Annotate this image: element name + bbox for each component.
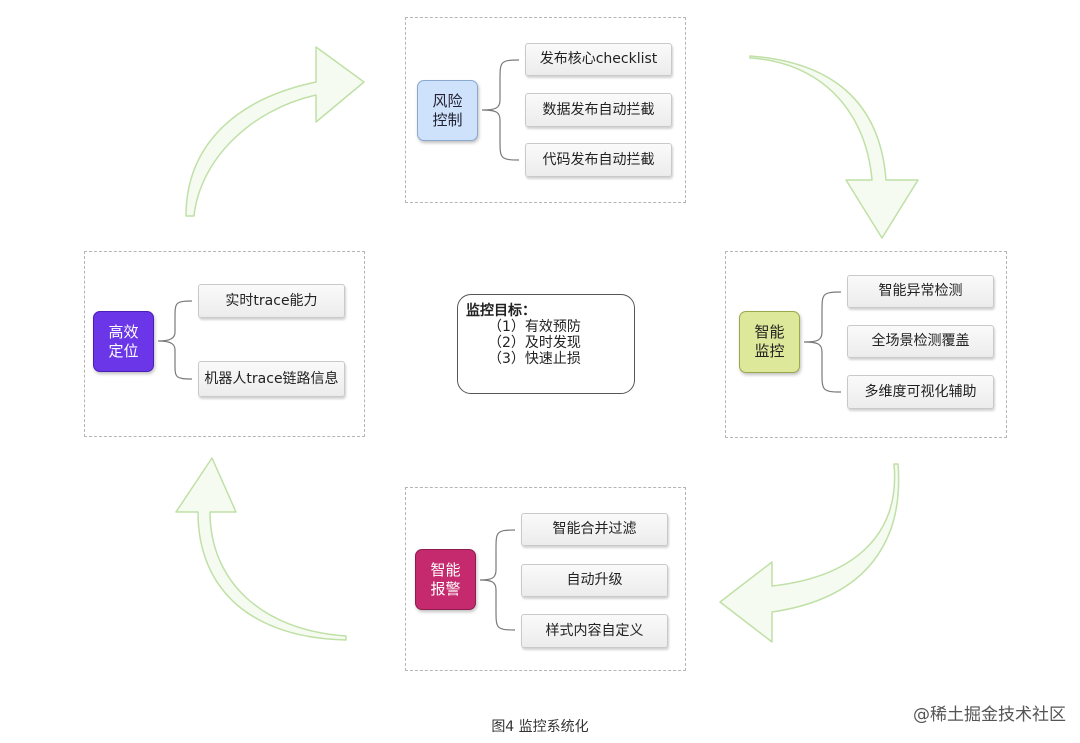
- monitoring-goals-box: 监控目标： （1）有效预防 （2）及时发现 （3）快速止损: [457, 294, 635, 394]
- item-data-release-block: 数据发布自动拦截: [525, 93, 672, 127]
- arrow-locate-to-risk: [185, 46, 365, 217]
- arrow-risk-to-monitor: [749, 55, 919, 239]
- item-multi-dim-visual: 多维度可视化辅助: [847, 375, 994, 409]
- goal-detect: （2）及时发现: [488, 335, 581, 351]
- source-watermark: @稀土掘金技术社区: [913, 705, 1066, 725]
- head-smart-monitor: 智能 监控: [739, 311, 800, 373]
- head-smart-alarm: 智能 报警: [415, 549, 476, 610]
- item-auto-upgrade: 自动升级: [521, 564, 668, 597]
- item-realtime-trace: 实时trace能力: [198, 284, 345, 318]
- goal-prevent: （1）有效预防: [488, 319, 581, 335]
- item-release-checklist: 发布核心checklist: [525, 43, 672, 76]
- arrow-alarm-to-locate: [175, 457, 347, 641]
- goal-stop-loss: （3）快速止损: [488, 351, 581, 367]
- item-merge-filter: 智能合并过滤: [521, 513, 668, 546]
- head-risk-control: 风险 控制: [417, 80, 478, 141]
- item-custom-style: 样式内容自定义: [521, 614, 668, 648]
- figure-caption: 图4 监控系统化: [491, 719, 589, 735]
- item-code-release-block: 代码发布自动拦截: [525, 143, 672, 177]
- item-robot-trace-info: 机器人trace链路信息: [198, 361, 345, 397]
- head-efficient-locate: 高效 定位: [93, 311, 154, 372]
- arrow-monitor-to-alarm: [719, 463, 900, 643]
- goals-title: 监控目标：: [466, 303, 536, 319]
- item-anomaly-detection: 智能异常检测: [847, 275, 994, 308]
- item-full-scene-coverage: 全场景检测覆盖: [847, 325, 994, 358]
